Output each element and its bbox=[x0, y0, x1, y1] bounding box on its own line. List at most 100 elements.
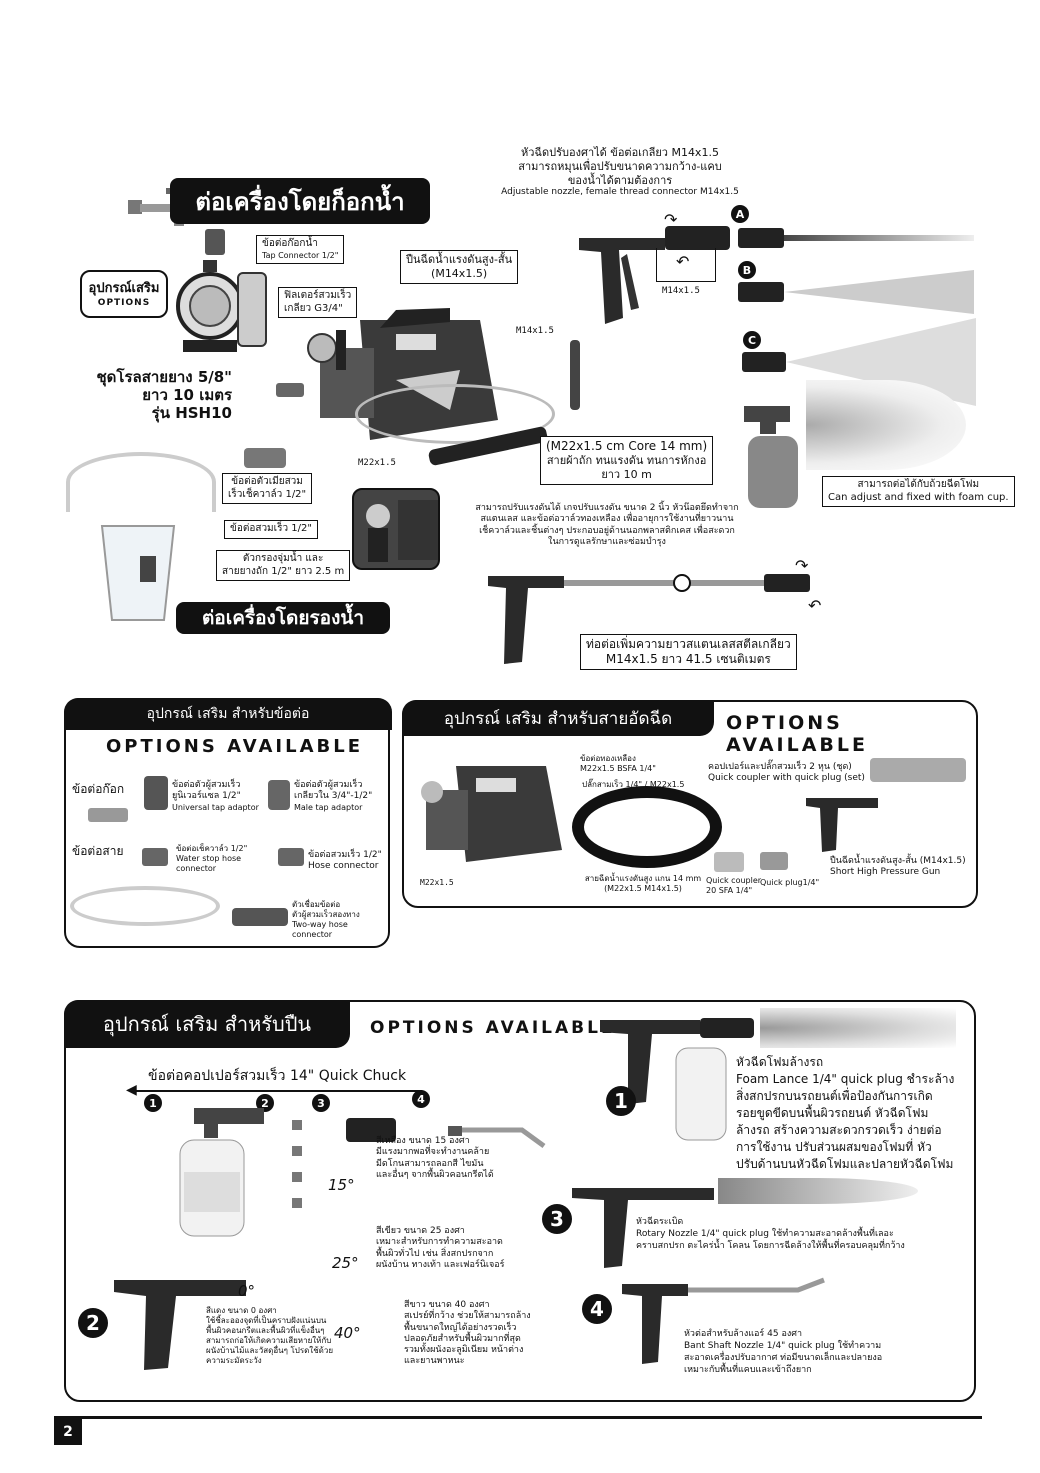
m14-label-a: M14x1.5 bbox=[662, 286, 700, 296]
deg-25: 25° bbox=[332, 1254, 359, 1272]
footer-rule bbox=[54, 1416, 982, 1419]
rotate-arrow-icon-4: ↶ bbox=[808, 596, 822, 615]
gun-2-image bbox=[106, 1272, 256, 1372]
top-section: ต่อเครื่องโดยก็อกน้ำ ข้อต่อก๊อกน้ำ Tap C… bbox=[0, 0, 1040, 690]
short-gun-label: ปืนฉีดน้ำแรงดันสูง-สั้น (M14x1.5) Short … bbox=[830, 856, 966, 878]
hose-options-panel: อุปกรณ์ เสริม สำหรับสายอัดฉีด OPTIONS AV… bbox=[402, 700, 978, 908]
hose-reel-image bbox=[175, 256, 245, 356]
gun-num-3: 3 bbox=[542, 1204, 572, 1234]
two-way-label: ตัวเชื่อมข้อต่อ ตัวผู้สวมเร็วสองทาง Two-… bbox=[292, 900, 360, 939]
coupler-label: คอปเปอร์และปลั๊กสวมเร็ว 2 หุน (ชุด) Quic… bbox=[708, 762, 865, 784]
brass-label: ข้อต่อทองเหลือง M22x1.5 BSFA 1/4" bbox=[580, 754, 656, 773]
chuck-num-4: 4 bbox=[412, 1090, 430, 1108]
gun-num-2: 2 bbox=[78, 1308, 108, 1338]
rotate-arrow-icon-3: ↷ bbox=[795, 556, 809, 575]
options-callout: อุปกรณ์เสริม OPTIONS bbox=[80, 270, 168, 318]
machine-small-image bbox=[416, 754, 566, 866]
extension-label: ท่อต่อเพิ่มความยาวสแตนเลสสตีลเกลียว M14x… bbox=[580, 634, 797, 670]
nozzle-tips-icons bbox=[288, 1120, 308, 1208]
tap-connector-label: ข้อต่อก๊อกน้ำ Tap Connector 1/2" bbox=[256, 235, 345, 264]
foam-gun-image bbox=[596, 1012, 766, 1142]
reel-description: ชุดโรลสายยาง 5/8" ยาว 10 เมตร รุ่น HSH10 bbox=[96, 368, 232, 422]
gauge-closeup-image bbox=[352, 488, 440, 570]
male-adaptor-icon bbox=[268, 780, 290, 810]
rotary-text: หัวฉีดระเบิด Rotary Nozzle 1/4" quick pl… bbox=[636, 1217, 905, 1252]
foam-spray bbox=[806, 380, 966, 470]
male-adaptor-label: ข้อต่อตัวผู้สวมเร็ว เกลียวใน 3/4"-1/2" M… bbox=[294, 780, 373, 812]
foam-lance-spray bbox=[760, 1008, 956, 1048]
hose-connector-icon bbox=[278, 848, 304, 866]
rotary-nozzle-icon bbox=[346, 1118, 396, 1142]
quick-chuck-label: ข้อต่อคอปเปอร์สวมเร็ว 14" Quick Chuck bbox=[148, 1068, 407, 1084]
m22-label: M22x1.5 bbox=[358, 458, 396, 468]
quick-plug-label: Quick plug1/4" bbox=[760, 878, 820, 887]
marker-b: B bbox=[738, 261, 756, 279]
hose-panel-title: อุปกรณ์ เสริม สำหรับสายอัดฉีด bbox=[402, 700, 714, 736]
hose-line bbox=[570, 340, 580, 410]
nozzle-15-text: สีเหลือง ขนาด 15 องศา มีแรงมากพอที่จะทำง… bbox=[376, 1136, 494, 1180]
filter-label: ฟิลเตอร์สวมเร็ว เกลียว G3/4" bbox=[278, 287, 358, 318]
gun-options-heading: OPTIONS AVAILABLE bbox=[370, 1018, 616, 1038]
arrow-left-icon: ◀ bbox=[126, 1082, 137, 1098]
quick-connector-label: ข้อต่อสวมเร็ว 1/2" bbox=[224, 520, 318, 539]
female-connector-icon bbox=[244, 448, 286, 468]
hose-spec-label: (M22x1.5 cm Core 14 mm) สายผ้าถัก ทนแรงด… bbox=[540, 436, 714, 485]
plug-label: ปลั๊กสามเร็ว 1/4" / M22x1.5 bbox=[582, 780, 685, 789]
banner-bucket: ต่อเครื่องโดยรองน้ำ bbox=[176, 602, 390, 634]
fitting-panel-title: อุปกรณ์ เสริม สำหรับข้อต่อ bbox=[64, 698, 392, 730]
gun-options-panel: อุปกรณ์ เสริม สำหรับปืน OPTIONS AVAILABL… bbox=[64, 1000, 976, 1402]
coupler-set-icon bbox=[870, 758, 966, 782]
fitting-options-panel: อุปกรณ์ เสริม สำหรับข้อต่อ OPTIONS AVAIL… bbox=[64, 698, 392, 948]
short-gun-image bbox=[575, 228, 675, 328]
quick-coupler-label: Quick coupler 20 SFA 1/4" bbox=[706, 876, 762, 895]
tap-row-label: ข้อต่อก๊อก bbox=[72, 782, 125, 796]
water-stop-connector-icon bbox=[142, 848, 168, 866]
nozzle-25-text: สีเขียว ขนาด 25 องศา เหมาะสำหรับการทำควา… bbox=[376, 1226, 505, 1270]
gun-num-1: 1 bbox=[606, 1086, 636, 1116]
deg-15: 15° bbox=[328, 1176, 355, 1194]
nozzle-0-text: สีแดง ขนาด 0 องศา ใช้ชี้ละอองจุดที่เป็นค… bbox=[206, 1306, 334, 1365]
gun-panel-title: อุปกรณ์ เสริม สำหรับปืน bbox=[64, 1000, 350, 1048]
hose-row-label: ข้อต่อสาย bbox=[72, 844, 124, 858]
chuck-arrow-line bbox=[134, 1090, 422, 1092]
hose-options-heading: OPTIONS AVAILABLE bbox=[726, 712, 868, 756]
banner-tap: ต่อเครื่องโดยก็อกน้ำ bbox=[170, 178, 430, 224]
foam-bottle-image bbox=[174, 1102, 274, 1238]
extension-gun-image bbox=[484, 572, 814, 668]
nozzle-40-text: สีขาว ขนาด 40 องศา สเปรย์ที่กว้าง ช่วยให… bbox=[404, 1300, 531, 1367]
water-stop-label: ข้อต่อเช็ควาล์ว 1/2" Water stop hose con… bbox=[176, 844, 248, 873]
hose-coil-image bbox=[355, 384, 555, 444]
female-connector-label: ข้อต่อตัวเมียสวม เร็วเช็ควาล์ว 1/2" bbox=[222, 473, 313, 504]
rotate-arrow-icon-2: ↶ bbox=[676, 252, 690, 271]
foam-cup-label: สามารถต่อได้กับถ้วยฉีดโฟม Can adjust and… bbox=[822, 476, 1015, 507]
quick-filter-icon bbox=[276, 383, 304, 397]
foam-cup-image bbox=[740, 400, 806, 510]
rotary-gun-image bbox=[568, 1182, 718, 1272]
reel-small-image bbox=[237, 272, 267, 347]
nozzle-tip-b-icon bbox=[738, 282, 784, 302]
two-way-connector-icon bbox=[232, 908, 288, 926]
garden-hose-image bbox=[70, 886, 220, 926]
marker-a: A bbox=[731, 205, 749, 223]
page-number: 2 bbox=[54, 1419, 82, 1445]
jet-stream-a bbox=[784, 235, 974, 241]
rotary-spray bbox=[718, 1178, 918, 1204]
m14-bracket bbox=[656, 248, 716, 282]
m14-label-b: M14x1.5 bbox=[516, 326, 554, 336]
quick-plug-icon bbox=[760, 852, 788, 870]
high-pressure-hose-label: สายฉีดน้ำแรงดันสูง แกน 14 mm (M22x1.5 M1… bbox=[584, 874, 702, 893]
spray-b bbox=[784, 270, 974, 314]
pressure-description: สามารถปรับแรงดันได้ เกจปรับแรงดัน ขนาด 2… bbox=[475, 503, 739, 547]
adjustable-nozzle-icon bbox=[665, 226, 730, 250]
marker-c: C bbox=[743, 331, 761, 349]
quick-coupler-icon bbox=[714, 852, 744, 872]
deg-0: 0° bbox=[238, 1282, 256, 1300]
m22-label-right: M22x1.5 bbox=[420, 878, 454, 887]
gun-num-4: 4 bbox=[582, 1294, 612, 1324]
bucket-image bbox=[100, 520, 176, 624]
chuck-num-3: 3 bbox=[312, 1094, 330, 1112]
bent-shaft-text: หัวต่อสำหรับล้างแอร์ 45 องศา Bant Shaft … bbox=[684, 1329, 883, 1376]
fitting-options-heading: OPTIONS AVAILABLE bbox=[106, 736, 363, 757]
rotate-arrow-icon: ↷ bbox=[664, 210, 678, 229]
nozzle-description: หัวฉีดปรับองศาได้ ข้อต่อเกลียว M14x1.5 ส… bbox=[501, 146, 739, 198]
